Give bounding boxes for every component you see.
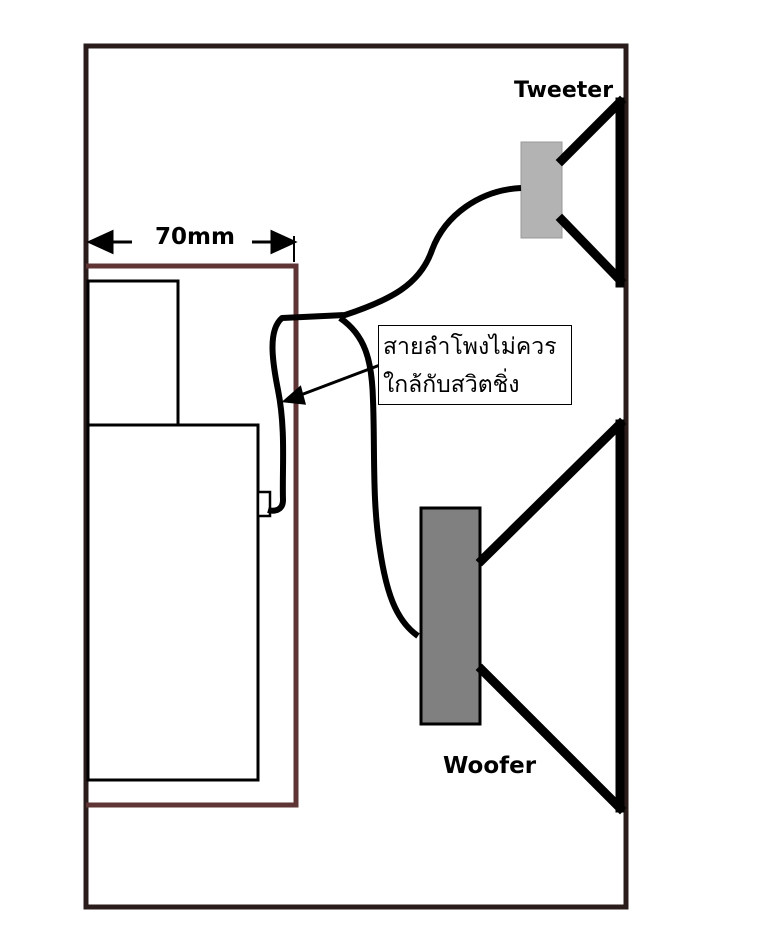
woofer-label: Woofer [443, 753, 537, 779]
dimension-label: 70mm [155, 224, 235, 250]
note-line-1: สายลำโพงไม่ควร [383, 334, 557, 360]
note-line-2: ใกล้กับสวิตชิ่ง [383, 372, 520, 398]
pointer-arrow [281, 363, 381, 405]
tweeter-wire [267, 185, 522, 514]
woofer-magnet [419, 506, 482, 726]
warning-note-box: สายลำโพงไม่ควร ใกล้กับสวิตชิ่ง [378, 325, 572, 405]
tweeter-cone [555, 95, 627, 288]
amp-board-small [86, 279, 180, 427]
tweeter-label: Tweeter [514, 78, 614, 103]
amp-partition [86, 263, 299, 808]
cabinet-outline [83, 43, 629, 910]
speaker-terminal [256, 490, 272, 518]
woofer-wire [338, 315, 420, 639]
dimension-arrows [86, 229, 298, 262]
amp-board-large [86, 423, 260, 782]
tweeter-magnet [520, 141, 563, 239]
woofer-cone [475, 417, 627, 815]
